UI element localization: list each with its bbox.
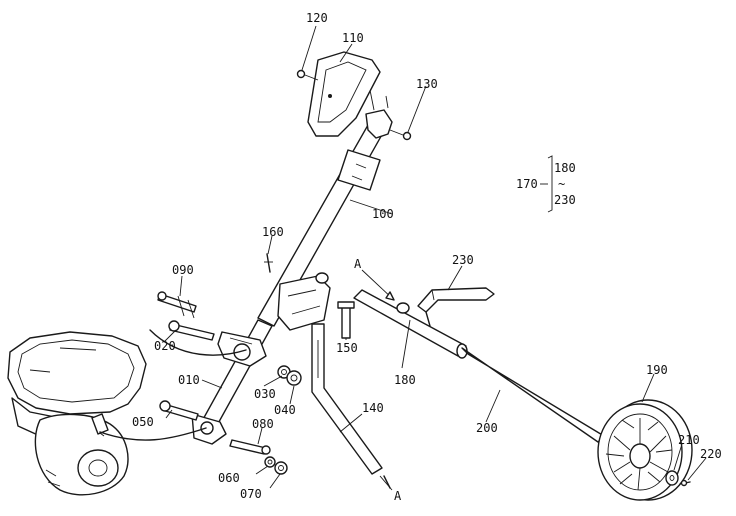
- label-range-tilde: ~: [558, 177, 565, 191]
- label-170: 170: [516, 177, 538, 191]
- label-range-start: 180: [554, 161, 576, 175]
- engine-deck: [7, 331, 147, 496]
- screw-120: [296, 69, 319, 81]
- marker-a-bottom-arrow: [379, 475, 393, 491]
- label-marker-a-top: A: [354, 257, 362, 271]
- upper-handle-tube: [257, 89, 393, 327]
- label-140: 140: [362, 401, 384, 415]
- label-220: 220: [700, 447, 722, 461]
- pin-160: [264, 253, 273, 273]
- marker-a-top-arrow: [361, 269, 395, 301]
- label-230: 230: [452, 253, 474, 267]
- label-150: 150: [336, 341, 358, 355]
- label-210: 210: [678, 433, 700, 447]
- label-020: 020: [154, 339, 176, 353]
- label-160: 160: [262, 225, 284, 239]
- nut-040: [286, 370, 302, 386]
- label-100: 100: [372, 207, 394, 221]
- label-050: 050: [132, 415, 154, 429]
- screw-130: [389, 129, 412, 141]
- bolt-150: [337, 301, 355, 339]
- label-080: 080: [252, 417, 274, 431]
- label-040: 040: [274, 403, 296, 417]
- cotter-pin-220: [679, 479, 691, 487]
- label-090: 090: [172, 263, 194, 277]
- control-cables: [99, 329, 247, 441]
- washer-210: [665, 470, 679, 486]
- label-range-end: 230: [554, 193, 576, 207]
- handle-cover: [307, 51, 381, 137]
- nut-070: [274, 461, 288, 475]
- label-130: 130: [416, 77, 438, 91]
- leader-lines: [163, 25, 707, 489]
- axle-tube: [353, 289, 605, 443]
- bolt-020: [168, 320, 215, 341]
- bolt-080: [229, 439, 271, 455]
- label-120: 120: [306, 11, 328, 25]
- label-110: 110: [342, 31, 364, 45]
- side-handle: [417, 287, 495, 327]
- part-labels: 120 110 130 100 160 090 020 010 050 030 …: [132, 11, 722, 503]
- bolt-090: [157, 291, 197, 319]
- washer-060: [264, 456, 276, 468]
- handle-bracket: [277, 272, 331, 331]
- bolt-050: [159, 400, 199, 421]
- label-030: 030: [254, 387, 276, 401]
- wheel: [597, 399, 693, 501]
- label-070: 070: [240, 487, 262, 501]
- label-marker-a-bottom: A: [394, 489, 402, 503]
- label-200: 200: [476, 421, 498, 435]
- label-060: 060: [218, 471, 240, 485]
- label-180: 180: [394, 373, 416, 387]
- label-010: 010: [178, 373, 200, 387]
- label-190: 190: [646, 363, 668, 377]
- lower-handle-tube: [191, 319, 273, 445]
